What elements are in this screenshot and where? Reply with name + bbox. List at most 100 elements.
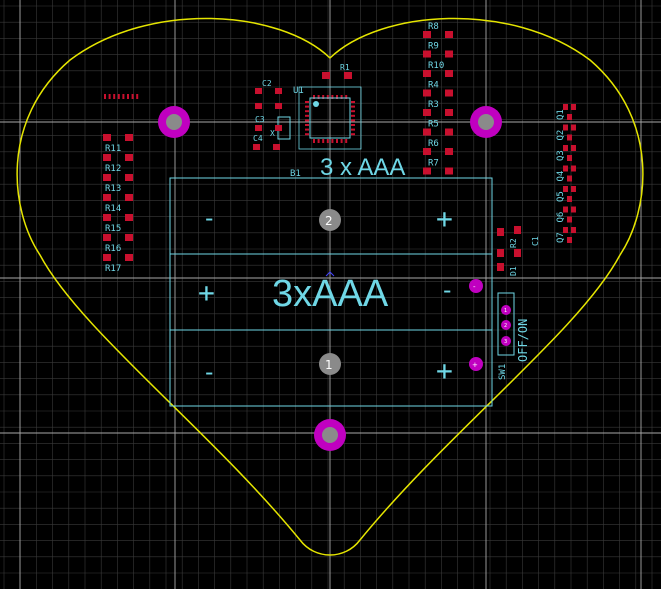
mounting-hole-left-drill [166, 114, 182, 130]
transistor-q6[interactable]: Q6 [556, 206, 576, 223]
resistor-r4[interactable]: R4 [423, 81, 453, 97]
d1-pad[interactable] [497, 263, 504, 271]
battery-lead-plus-pad[interactable] [469, 357, 483, 371]
ic-pin[interactable] [136, 94, 139, 99]
switch-off-on-label: OFF/ON [516, 319, 530, 362]
cell-mid-minus-mark: - [440, 276, 454, 304]
resistor-designator: R14 [105, 204, 121, 214]
ic-pin[interactable] [340, 139, 343, 143]
r2-c1-d1-group: R2 C1 D1 [497, 226, 540, 276]
battery-cell-pad-2[interactable] [319, 209, 341, 231]
resistor-r1[interactable]: R1 [322, 63, 352, 79]
c1-pad-a[interactable] [514, 226, 521, 234]
transistor-q2[interactable]: Q2 [556, 124, 576, 141]
ic-pin[interactable] [351, 105, 355, 108]
battery-center-label: 3xAAA [272, 273, 389, 315]
resistor-r11[interactable]: R11 [103, 134, 133, 154]
c2b-pad-a[interactable] [255, 103, 262, 109]
resistor-designator: R9 [428, 42, 439, 52]
ic-pin[interactable] [313, 95, 315, 99]
ic-pin[interactable] [345, 139, 348, 143]
ic-pin[interactable] [305, 114, 309, 117]
ic-pin[interactable] [108, 94, 111, 99]
ic-pin[interactable] [351, 119, 355, 122]
ic-pin[interactable] [322, 139, 325, 143]
ic-pin[interactable] [326, 95, 329, 99]
ic-pin[interactable] [351, 128, 355, 131]
resistor-r3[interactable]: R3 [423, 100, 453, 116]
ic-pin[interactable] [305, 119, 309, 122]
c4-pad-b[interactable] [273, 144, 280, 150]
ic-pin[interactable] [340, 95, 343, 99]
ic-pin[interactable] [326, 139, 329, 143]
ic-pin[interactable] [127, 94, 129, 99]
resistor-r12[interactable]: R12 [103, 154, 133, 174]
ic-pin[interactable] [305, 128, 309, 131]
c2-pad-b[interactable] [275, 88, 282, 94]
transistor-q1[interactable]: Q1 [556, 104, 576, 120]
ic-pin[interactable] [305, 133, 309, 136]
transistor-designator: Q2 [556, 130, 566, 141]
battery-cell-pad-1[interactable] [319, 353, 341, 375]
resistor-r15[interactable]: R15 [103, 214, 133, 234]
resistor-r17[interactable]: R17 [103, 254, 133, 274]
ic-pin[interactable] [331, 139, 334, 143]
c2-pad-a[interactable] [255, 88, 262, 94]
ic-pin[interactable] [131, 94, 134, 99]
ic-pin[interactable] [345, 95, 348, 99]
c4-pad-a[interactable] [253, 144, 260, 150]
battery-lead-minus-pad[interactable] [469, 279, 483, 293]
ic-pin[interactable] [351, 114, 355, 117]
ic-pin[interactable] [305, 105, 309, 108]
switch-pin-2[interactable] [501, 320, 511, 330]
ic-pin[interactable] [331, 95, 334, 99]
ic-pin[interactable] [113, 94, 116, 99]
ic-pin[interactable] [117, 94, 120, 99]
switch-pin-1[interactable] [501, 305, 511, 315]
ic-pin[interactable] [305, 101, 309, 103]
ic-pin[interactable] [351, 101, 355, 103]
ic-pin[interactable] [313, 139, 315, 143]
c2b-pad-b[interactable] [275, 103, 282, 109]
ic-pin[interactable] [351, 124, 355, 126]
c1-designator: C1 [531, 236, 540, 246]
ic-pin[interactable] [104, 94, 106, 99]
battery-holder-b1[interactable]: B1 3 x AAA 3xAAA 2 1 - + + - - + [169, 154, 493, 407]
ic-pin[interactable] [322, 95, 325, 99]
transistor-q3[interactable]: Q3 [556, 145, 576, 161]
resistor-r13[interactable]: R13 [103, 174, 133, 194]
c3-pad-a[interactable] [255, 125, 262, 131]
ic-pin[interactable] [336, 139, 338, 143]
ic-pin[interactable] [317, 95, 320, 99]
switch-pin-3[interactable] [501, 336, 511, 346]
resistor-r16[interactable]: R16 [103, 234, 133, 254]
ic-pin[interactable] [351, 110, 355, 113]
transistor-q7[interactable]: Q7 [556, 227, 576, 243]
ic-u1[interactable]: U1 [104, 86, 362, 150]
ic-pin[interactable] [305, 124, 309, 126]
resistor-r8[interactable]: R8 [423, 22, 453, 38]
c3-pad-b[interactable] [275, 125, 282, 131]
ic-pin[interactable] [122, 94, 125, 99]
switch-sw1[interactable]: 1 2 3 OFF/ON SW1 [497, 292, 530, 380]
resistor-r6[interactable]: R6 [423, 139, 453, 155]
ic-pin[interactable] [305, 110, 309, 113]
r2-pad-b[interactable] [497, 249, 504, 257]
mounting-hole-bottom-drill [322, 427, 338, 443]
ic-pin[interactable] [317, 139, 320, 143]
resistor-r14[interactable]: R14 [103, 194, 133, 214]
resistor-r9[interactable]: R9 [423, 42, 453, 58]
transistor-q5[interactable]: Q5 [556, 186, 576, 202]
board-outline-heart[interactable] [16, 17, 644, 556]
ic-pin[interactable] [351, 133, 355, 136]
resistor-r10[interactable]: R10 [423, 61, 453, 77]
c1-pad-b[interactable] [514, 249, 521, 257]
r2-pad-a[interactable] [497, 228, 504, 236]
transistor-q4[interactable]: Q4 [556, 165, 576, 182]
ic-pin[interactable] [336, 95, 338, 99]
resistor-r7[interactable]: R7 [423, 159, 453, 175]
resistor-r5[interactable]: R5 [423, 120, 453, 136]
